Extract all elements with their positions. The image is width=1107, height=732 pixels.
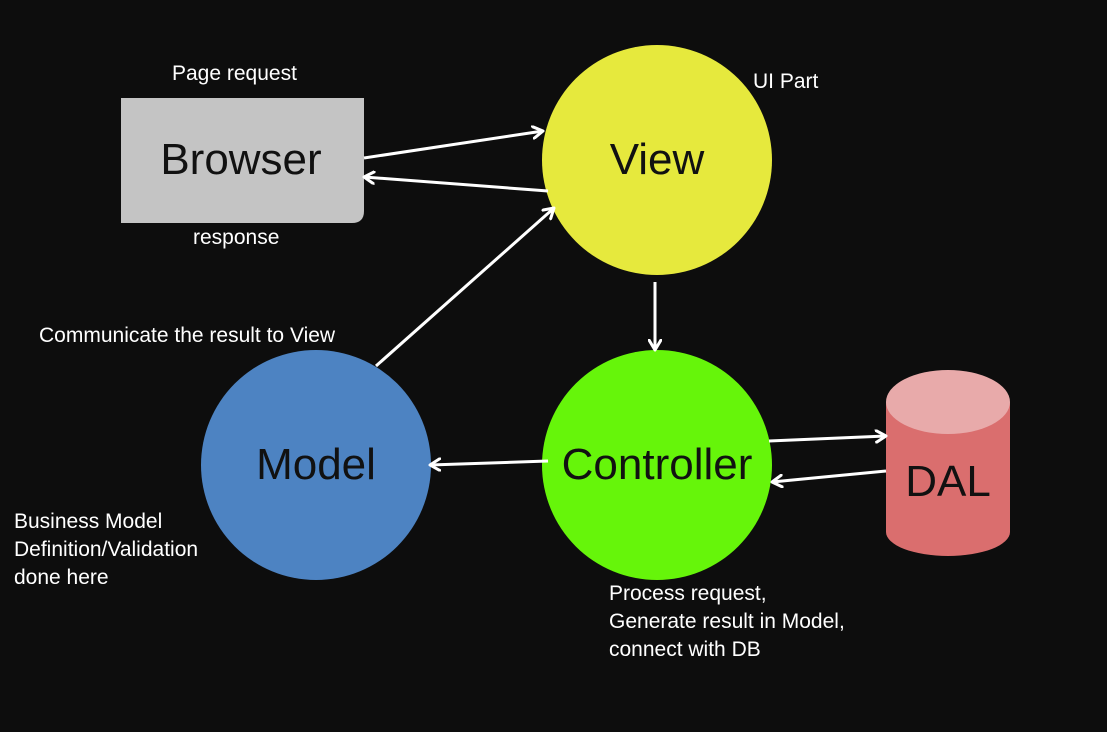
view-label: View: [609, 135, 705, 184]
communicate-caption: Communicate the result to View: [39, 324, 336, 347]
arrow-model-to-view: [375, 208, 554, 368]
controller-note: Process request, Generate result in Mode…: [609, 580, 845, 664]
arrow-controller-to-dal: [768, 436, 886, 441]
model-note-line: Definition/Validation: [14, 538, 199, 561]
arrow-controller-to-model: [430, 461, 549, 465]
arrow-dal-to-controller: [772, 469, 887, 482]
controller-label: Controller: [561, 440, 753, 489]
controller-note-line: Generate result in Model,: [609, 610, 845, 633]
controller-circle: [542, 350, 772, 580]
controller-note-line: connect with DB: [609, 638, 761, 661]
model-label: Model: [256, 440, 376, 489]
response-caption: response: [193, 226, 280, 249]
view-circle: [542, 45, 772, 275]
model-circle: [201, 350, 431, 580]
browser-box: [121, 98, 364, 223]
model-note: Business Model Definition/Validation don…: [14, 508, 198, 592]
dal-label: DAL: [905, 457, 991, 506]
controller-note-line: Process request,: [609, 582, 767, 605]
browser-label: Browser: [160, 135, 322, 184]
ui-part-caption: UI Part: [753, 70, 819, 93]
model-note-line: done here: [14, 566, 109, 589]
model-note-line: Business Model: [14, 510, 163, 533]
arrow-view-to-browser: [364, 177, 549, 193]
arrow-browser-to-view: [363, 131, 543, 160]
dal-cylinder: [886, 370, 1010, 556]
page-request-caption: Page request: [172, 62, 297, 85]
